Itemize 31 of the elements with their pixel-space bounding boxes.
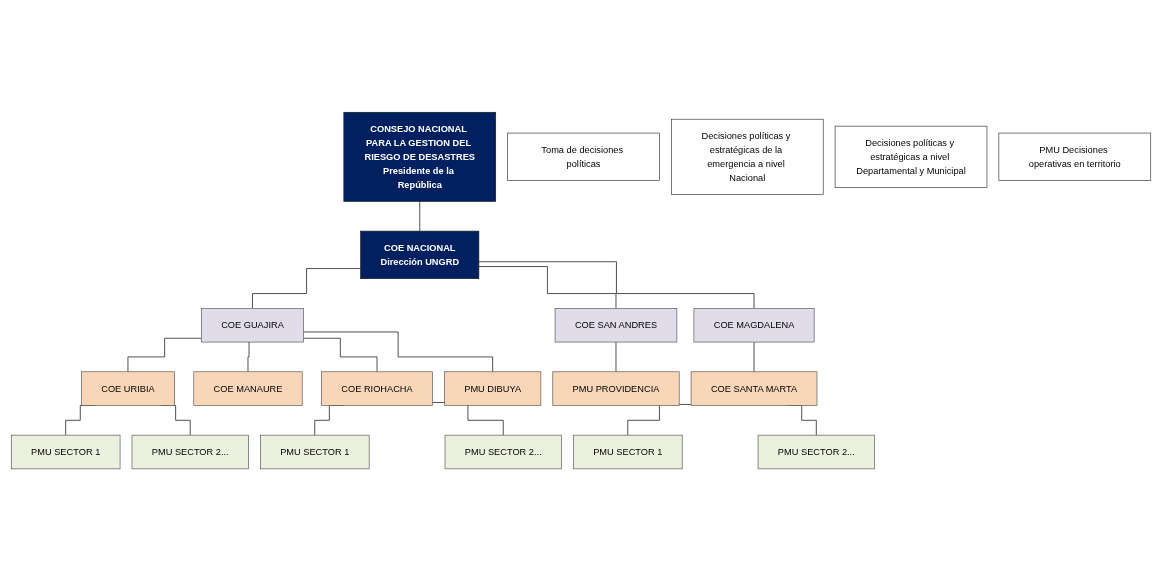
node-box: PMU PROVIDENCIA bbox=[552, 371, 680, 406]
node-box: COE MAGDALENA bbox=[693, 308, 815, 343]
node-box: CONSEJO NACIONAL PARA LA GESTION DEL RIESGO DE DESASTRES Presidente de la República bbox=[343, 111, 497, 202]
node-box: PMU SECTOR 2... bbox=[757, 434, 875, 470]
connector bbox=[753, 341, 755, 373]
connector bbox=[478, 266, 617, 309]
node-box: PMU Decisiones operativas en territorio bbox=[998, 132, 1152, 181]
connector bbox=[252, 268, 362, 309]
connector bbox=[419, 200, 421, 232]
connector bbox=[478, 261, 755, 309]
node-box: Decisiones políticas y estratégicas de la emergencia a nivel Nacional bbox=[671, 118, 824, 195]
node-box: PMU DIBUYA bbox=[444, 371, 542, 406]
connector bbox=[247, 341, 251, 373]
connector bbox=[303, 331, 494, 373]
node-box: Decisiones políticas y estratégicas a nivel Departamental y Municipal bbox=[834, 125, 988, 188]
node-box: COE NACIONAL Dirección UNGRD bbox=[360, 230, 480, 279]
node-box: COE SAN ANDRES bbox=[554, 308, 678, 343]
node-box: PMU SECTOR 1 bbox=[573, 434, 683, 470]
connector bbox=[127, 337, 202, 373]
connector bbox=[303, 337, 378, 373]
node-box: PMU SECTOR 2... bbox=[444, 434, 562, 470]
node-box: COE GUAJIRA bbox=[201, 308, 304, 343]
node-box: COE RIOHACHA bbox=[321, 371, 433, 406]
node-box: PMU SECTOR 1 bbox=[10, 434, 121, 470]
node-box: PMU SECTOR 2... bbox=[131, 434, 249, 470]
node-box: COE URIBIA bbox=[81, 371, 175, 406]
node-box: PMU SECTOR 1 bbox=[260, 434, 370, 470]
node-box: Toma de decisiones políticas bbox=[507, 132, 660, 181]
node-box: COE MANAURE bbox=[193, 371, 303, 406]
connector bbox=[615, 341, 617, 373]
node-box: COE SANTA MARTA bbox=[690, 371, 818, 406]
